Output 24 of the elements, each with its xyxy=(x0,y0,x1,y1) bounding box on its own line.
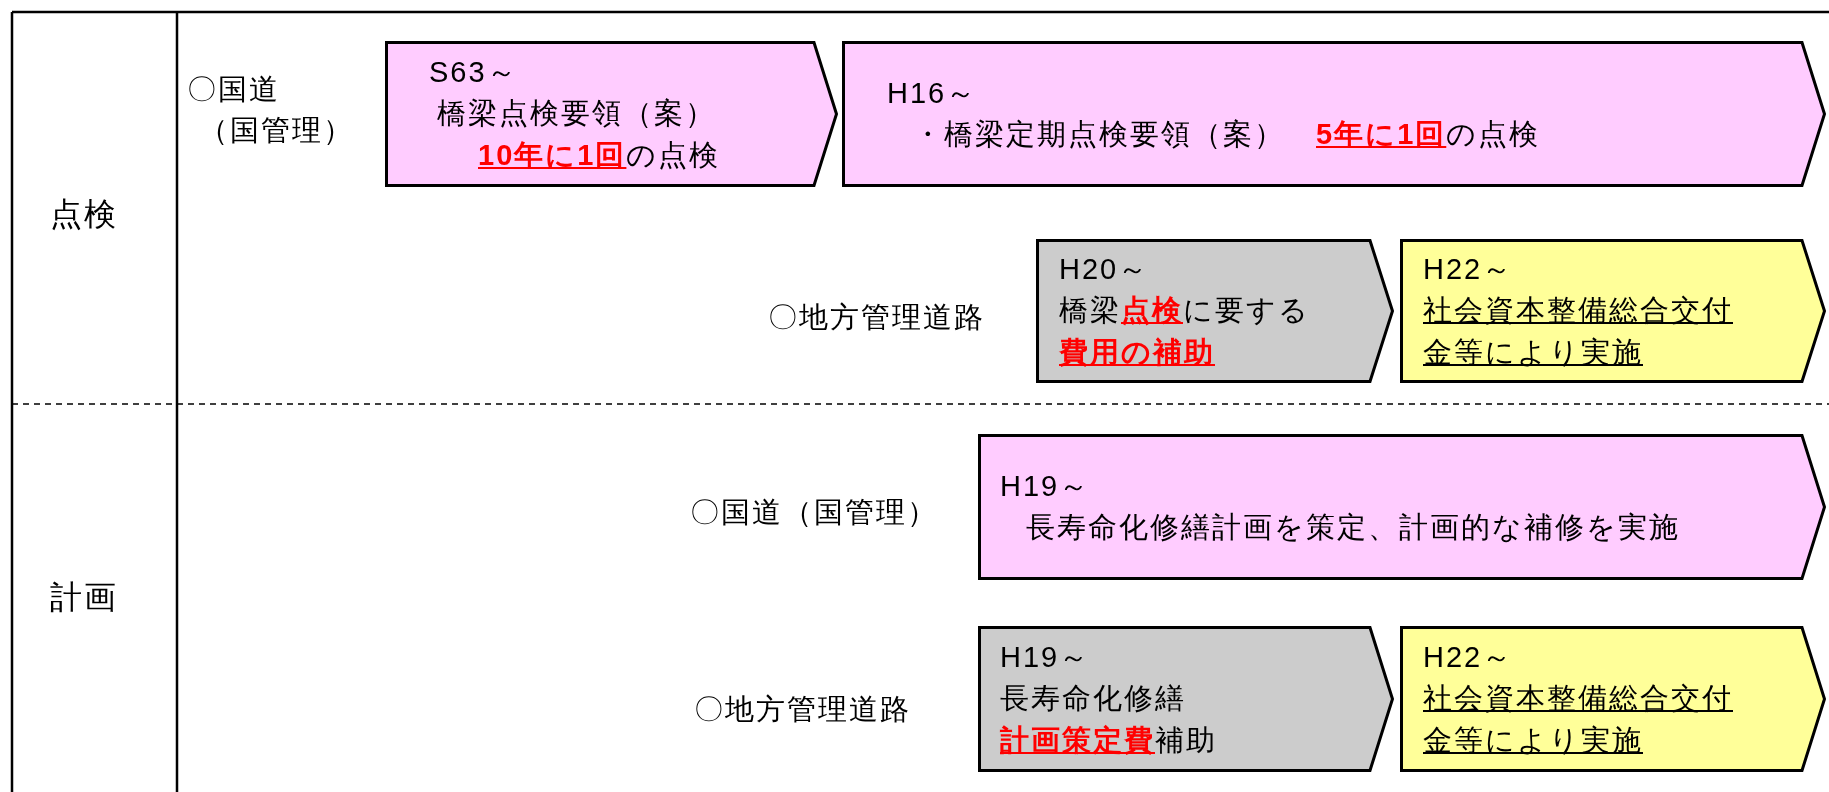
road-category-label: （国管理） xyxy=(199,113,354,148)
description-text: 社会資本整備総合交付金等により実施 xyxy=(1423,681,1734,758)
period-label: H20～ xyxy=(1059,252,1151,288)
row-header: 点検 xyxy=(50,195,118,234)
description-text: 橋梁点検要領（案） xyxy=(437,96,717,132)
description-text: ・橋梁定期点検要領（案） 5年に1回の点検 xyxy=(913,117,1542,152)
period-label: H19～ xyxy=(1000,468,1092,504)
period-label: H22～ xyxy=(1423,252,1515,288)
description-text: 計画策定費補助 xyxy=(1000,722,1218,758)
road-category-label: 〇地方管理道路 xyxy=(768,300,985,335)
description-text: 長寿命化修繕 xyxy=(1000,681,1187,717)
description-text: 10年に1回の点検 xyxy=(478,137,722,173)
description-text: 橋梁点検に要する xyxy=(1059,293,1311,329)
description-text: 長寿命化修繕計画を策定、計画的な補修を実施 xyxy=(1026,510,1681,545)
period-label: H19～ xyxy=(1000,640,1092,676)
description-text: 費用の補助 xyxy=(1059,334,1216,370)
period-label: H16～ xyxy=(887,75,979,111)
road-category-label: 〇国道（国管理） xyxy=(690,495,938,530)
period-label: S63～ xyxy=(429,55,519,91)
description-text: 社会資本整備総合交付金等により実施 xyxy=(1423,293,1734,370)
period-label: H22～ xyxy=(1423,640,1515,676)
row-header: 計画 xyxy=(50,578,118,617)
road-category-label: 〇国道 xyxy=(187,72,280,107)
road-category-label: 〇地方管理道路 xyxy=(694,692,911,727)
